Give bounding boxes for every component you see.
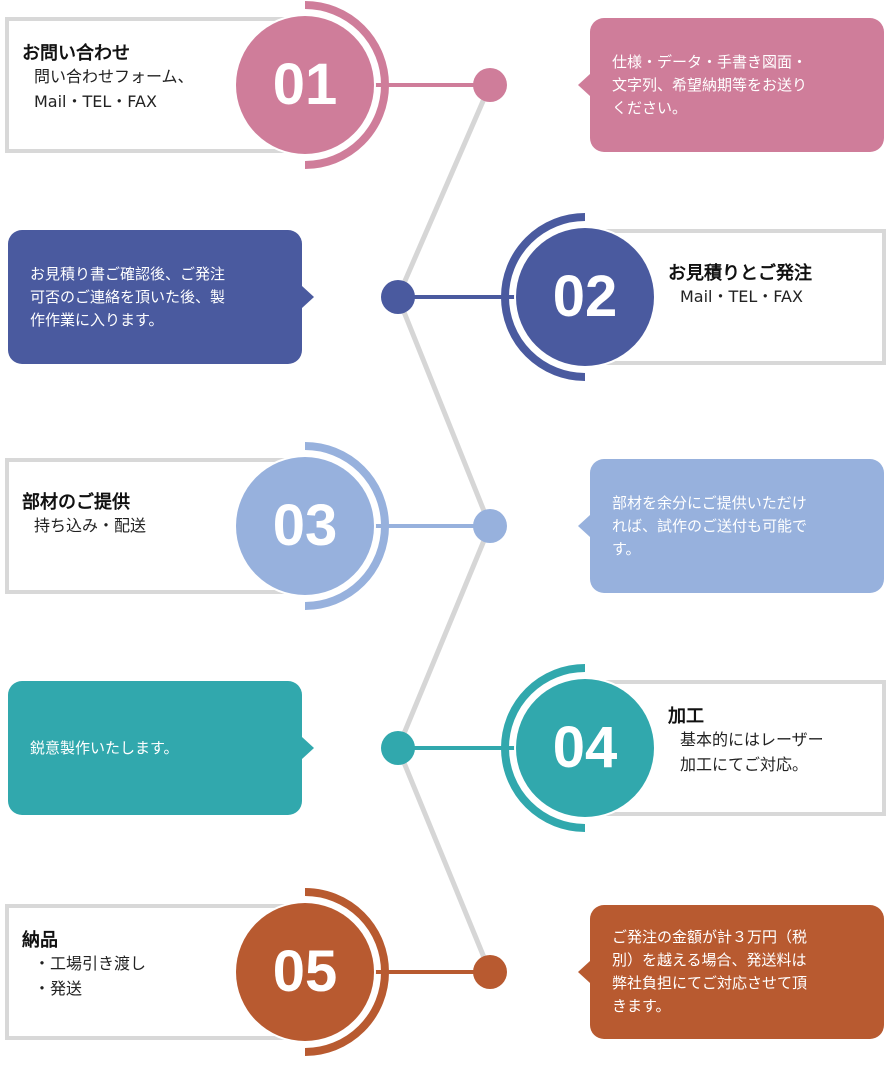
timeline-dot [473, 955, 507, 989]
step-detail: 問い合わせフォーム、 Mail・TEL・FAX [34, 67, 194, 111]
step-circle [236, 457, 374, 595]
step-circle [236, 16, 374, 154]
step-arc [501, 213, 586, 381]
step-circle [516, 228, 654, 366]
note-bubble [590, 18, 884, 152]
step-detail: 持ち込み・配送 [34, 516, 147, 535]
step-title: 部材のご提供 [22, 492, 130, 513]
step-arc [304, 1, 389, 169]
step-arc [501, 664, 586, 832]
step-title: お見積りとご発注 [668, 263, 812, 284]
note-bubble [590, 905, 884, 1039]
step-circle [236, 903, 374, 1041]
bubble-tail [578, 515, 590, 537]
step-number: 05 [272, 939, 338, 1004]
note-text: 鋭意製作いたします。 [30, 738, 179, 757]
step-title: 加工 [668, 706, 704, 727]
note-bubble [8, 230, 302, 364]
bubble-tail [302, 286, 314, 308]
note-bubble [8, 681, 302, 815]
note-text: ご発注の金額が計３万円（税 別）を越える場合、発送料は 弊社負担にてご対応させて… [612, 928, 808, 1015]
step-detail: Mail・TEL・FAX [680, 287, 803, 306]
step-detail: ・工場引き渡し ・発送 [34, 954, 147, 998]
timeline-dot [381, 731, 415, 765]
step-number: 01 [272, 52, 338, 117]
note-bubble [590, 459, 884, 593]
step-arc [304, 442, 389, 610]
step-detail: 基本的にはレーザー 加工にてご対応。 [680, 730, 824, 774]
timeline-dot [381, 280, 415, 314]
timeline-dot [473, 68, 507, 102]
step-title: お問い合わせ [22, 43, 130, 64]
step-number: 04 [552, 715, 618, 780]
note-text: 仕様・データ・手書き図面・ 文字列、希望納期等をお送り ください。 [612, 52, 808, 117]
step-number: 02 [552, 264, 618, 329]
step-arc [304, 888, 389, 1056]
step-number: 03 [272, 493, 338, 558]
note-text: 部材を余分にご提供いただけ れば、試作のご送付も可能で す。 [612, 493, 808, 558]
bubble-tail [302, 737, 314, 759]
bubble-tail [578, 74, 590, 96]
step-title: 納品 [22, 930, 58, 951]
note-text: お見積り書ご確認後、ご発注 可否のご連絡を頂いた後、製 作作業に入ります。 [30, 264, 226, 329]
step-circle [516, 679, 654, 817]
timeline-dot [473, 509, 507, 543]
bubble-tail [578, 961, 590, 983]
